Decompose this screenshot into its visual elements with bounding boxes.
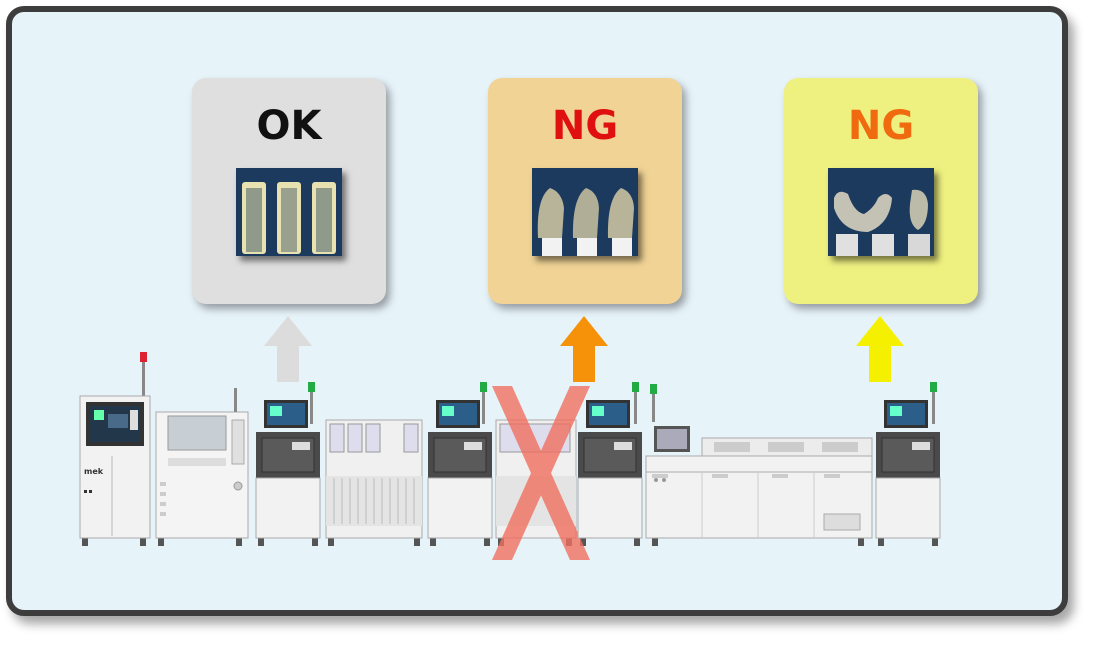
rejected-machine-x-mark: [492, 386, 590, 560]
diagram-frame: OK NG NG: [6, 6, 1068, 616]
machine-reflow-oven: [645, 384, 873, 539]
machine-mounter-1: [325, 419, 423, 539]
ng-result-panel-2: NG: [784, 78, 978, 304]
ng-result-arrow-2: [856, 316, 904, 382]
smt-production-line: mek: [79, 352, 941, 560]
ng-solder-sample-image-1: [532, 168, 638, 256]
ok-result-arrow: [264, 316, 312, 382]
machine-inspector-4: [577, 382, 643, 539]
ok-label: OK: [256, 103, 322, 149]
ok-solder-sample-image: [236, 168, 342, 256]
machine-printer: [155, 388, 249, 539]
ng-label-2: NG: [847, 103, 915, 149]
machine-inspector-5: [875, 382, 941, 539]
ng-result-arrow-1: [560, 316, 608, 382]
machine-inspector-2: [255, 382, 321, 539]
ok-result-panel: OK: [192, 78, 386, 304]
ng-label-1: NG: [551, 103, 619, 149]
machine-inspector-1: mek: [79, 352, 151, 539]
ng-result-panel-1: NG: [488, 78, 682, 304]
machine-logo: mek: [84, 467, 104, 476]
machine-inspector-3: [427, 382, 493, 539]
ng-solder-sample-image-2: [828, 168, 934, 256]
